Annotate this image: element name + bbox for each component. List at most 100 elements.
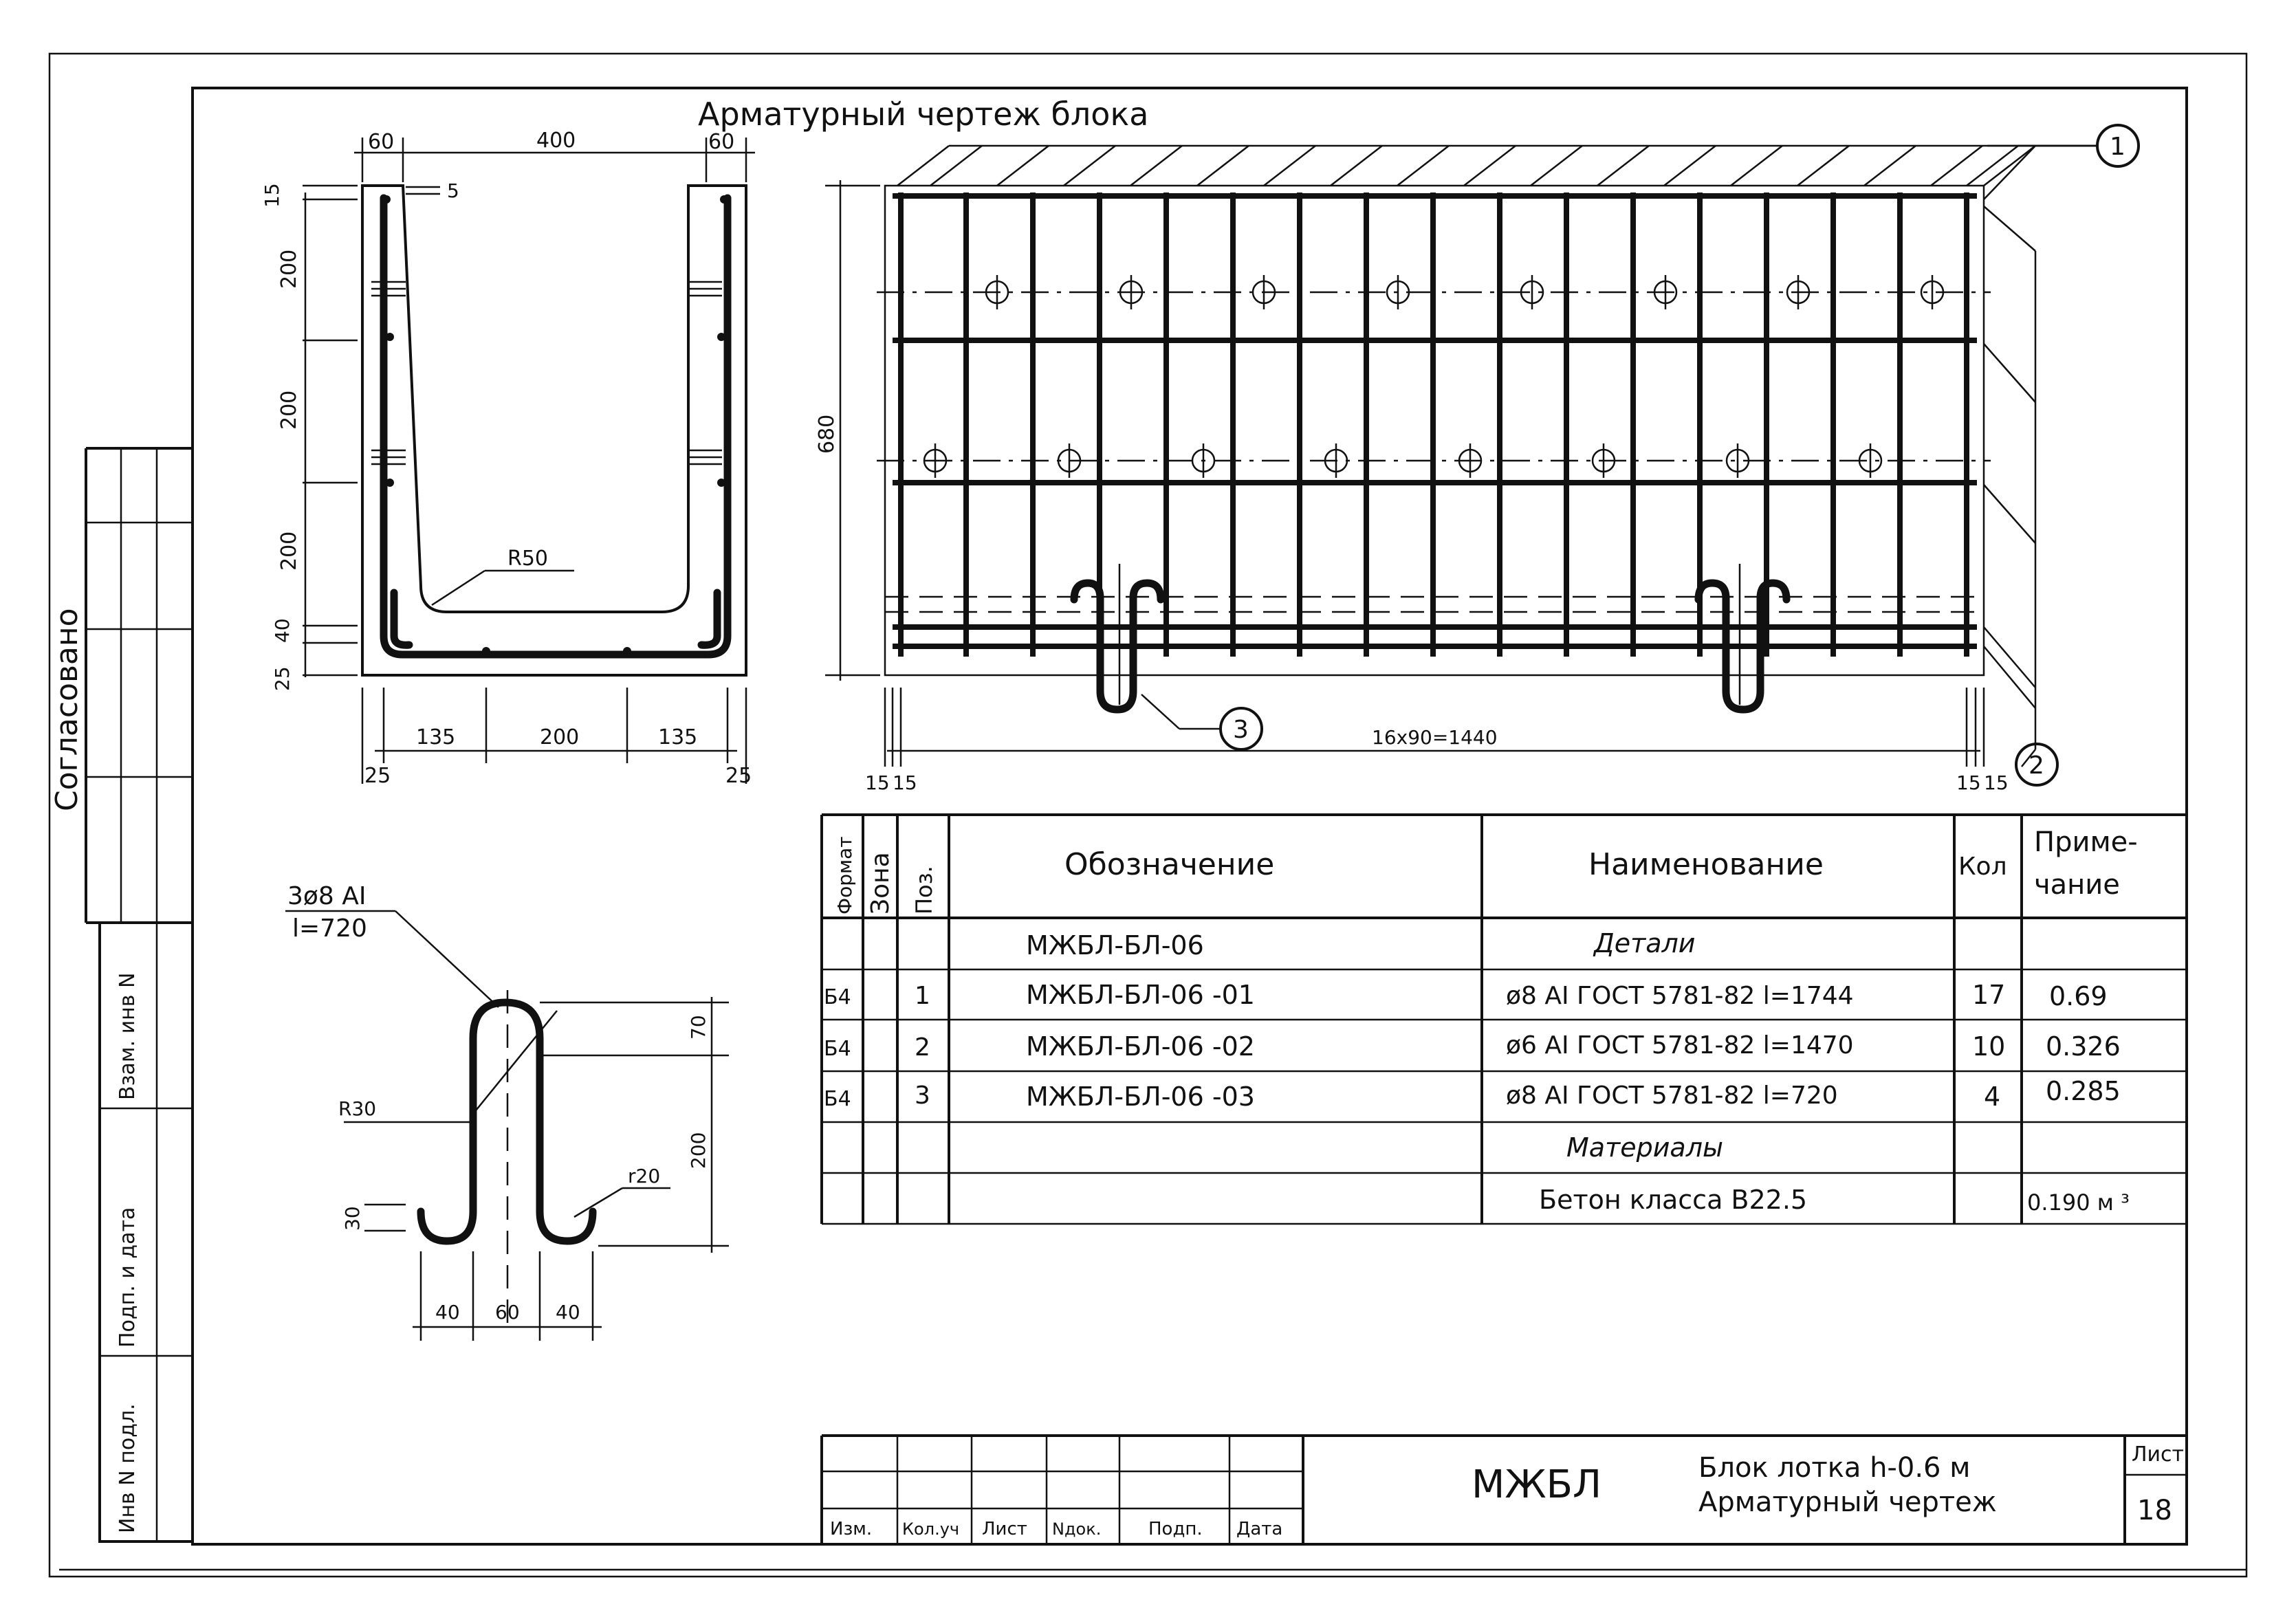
tb-col-sign: Подп.: [1148, 1519, 1203, 1539]
dim-left-200b: 200: [277, 391, 301, 430]
col-pos: Поз.: [911, 866, 937, 914]
tb-code: МЖБЛ: [1472, 1462, 1601, 1507]
svg-text:МЖБЛ-БЛ-06: МЖБЛ-БЛ-06: [1026, 930, 1204, 961]
agreed-label: Согласовано: [50, 608, 85, 811]
dim-top-left: 60: [368, 130, 394, 154]
svg-text:Б4: Б4: [824, 985, 851, 1009]
dim-left-25: 25: [271, 666, 294, 691]
loop-dim-bottom-40a: 40: [435, 1301, 460, 1324]
loop-label-1: 3ø8 AI: [287, 882, 367, 910]
elevation-spacing: 16x90=1440: [1372, 726, 1498, 749]
callout-3-text: 3: [1233, 716, 1249, 744]
col-name: Наименование: [1588, 847, 1824, 882]
svg-text:МЖБЛ-БЛ-06 -03: МЖБЛ-БЛ-06 -03: [1026, 1082, 1255, 1112]
edge-dim-right-a: 15: [1956, 771, 1981, 794]
stamp-sign-date: Подп. и дата: [116, 1207, 140, 1348]
dim-edge-right: 25: [725, 764, 752, 788]
loop-dim-height: 200: [687, 1132, 710, 1169]
svg-text:ø8 AI ГОСТ 5781-82 l=1744: ø8 AI ГОСТ 5781-82 l=1744: [1506, 982, 1854, 1010]
elevation-vertical-bars: [898, 193, 1969, 657]
col-zone: Зона: [866, 852, 895, 914]
dim-bottom-135b: 135: [658, 725, 697, 749]
tb-col-change: Изм.: [830, 1519, 872, 1539]
col-note-2: чание: [2034, 869, 2120, 901]
table-row: Б4 2 МЖБЛ-БЛ-06 -02 ø6 AI ГОСТ 5781-82 l…: [824, 1031, 2121, 1062]
section-rebar: [380, 194, 732, 659]
dim-bottom-200: 200: [540, 725, 579, 749]
dim-edge-left: 25: [364, 764, 391, 788]
tb-title-1: Блок лотка h-0.6 м: [1698, 1452, 1970, 1484]
svg-text:Материалы: Материалы: [1566, 1132, 1723, 1163]
elevation-holes-row2: [923, 443, 1883, 478]
tb-sheet-number: 18: [2137, 1495, 2172, 1526]
svg-text:0.326: 0.326: [2046, 1031, 2121, 1062]
tb-col-sheet: Лист: [982, 1519, 1027, 1539]
callout-2-text: 2: [2029, 751, 2044, 780]
loop-shape: [417, 998, 597, 1245]
callout-1: 1: [1983, 124, 2140, 200]
loop-dim-bottom-60: 60: [495, 1301, 520, 1324]
svg-text:3: 3: [915, 1082, 930, 1110]
svg-text:Б4: Б4: [824, 1037, 851, 1061]
loop-dim-leg: 30: [341, 1206, 364, 1231]
callout-1-text: 1: [2110, 133, 2125, 161]
col-note-1: Приме-: [2034, 826, 2138, 858]
table-row: Б4 1 МЖБЛ-БЛ-06 -01 ø8 AI ГОСТ 5781-82 l…: [824, 980, 2108, 1011]
dim-left-40: 40: [271, 618, 294, 643]
tb-col-date: Дата: [1236, 1519, 1282, 1539]
edge-dim-left-b: 15: [893, 771, 917, 794]
drawing-title: Арматурный чертеж блока: [698, 96, 1148, 133]
elevation-holes-row1: [985, 275, 1945, 309]
dim-cover: 5: [447, 179, 459, 202]
loop-r-outer: R30: [338, 1097, 376, 1120]
edge-dim-right-b: 15: [1984, 771, 2009, 794]
section-radius: R50: [507, 547, 548, 571]
svg-text:ø6 AI ГОСТ 5781-82 l=1470: ø6 AI ГОСТ 5781-82 l=1470: [1506, 1031, 1854, 1060]
section-bars: [382, 195, 728, 655]
loop-detail-view: 3ø8 AI l=720 R30 r20 70 200 30: [285, 882, 729, 1341]
dim-left-15: 15: [261, 183, 283, 208]
dim-bottom-135a: 135: [416, 725, 455, 749]
callout-2: [1983, 206, 2037, 767]
stamp-inv-orig: Инв N подл.: [116, 1403, 140, 1533]
table-row: Бетон класса B22.5 0.190 м ³: [1539, 1185, 2130, 1216]
svg-text:МЖБЛ-БЛ-06 -02: МЖБЛ-БЛ-06 -02: [1026, 1031, 1255, 1062]
dim-top-mid: 400: [536, 129, 576, 153]
tb-sheet-label: Лист: [2132, 1442, 2184, 1467]
col-designation: Обозначение: [1064, 847, 1274, 882]
edge-dim-left-a: 15: [865, 771, 890, 794]
loop-dim-top: 70: [687, 1015, 710, 1040]
callout-3: 3: [1141, 694, 1263, 751]
section-outline: [361, 184, 747, 677]
dim-left-200c: 200: [277, 531, 301, 571]
cross-section-view: 60 400 60 5 15 200 200 200 40 25 R50: [261, 129, 755, 788]
table-row: Б4 3 МЖБЛ-БЛ-06 -03 ø8 AI ГОСТ 5781-82 l…: [824, 1076, 2121, 1112]
svg-text:2: 2: [915, 1033, 930, 1062]
loop-dim-bottom-40b: 40: [556, 1301, 580, 1324]
col-format: Формат: [833, 836, 856, 914]
side-stamp: Согласовано Взам. инв N Подп. и дата Инв…: [50, 447, 194, 1543]
svg-text:0.69: 0.69: [2049, 981, 2108, 1011]
elevation-view: 680 16x90=1440 15 15 15 15 1: [815, 124, 2140, 794]
tb-title-2: Арматурный чертеж: [1698, 1486, 1997, 1518]
svg-text:1: 1: [915, 982, 930, 1010]
svg-text:4: 4: [1984, 1082, 2000, 1112]
spec-table: Формат Зона Поз. Обозначение Наименовани…: [820, 813, 2187, 1225]
svg-text:10: 10: [1972, 1031, 2005, 1062]
dim-left-200a: 200: [277, 250, 301, 289]
svg-text:0.285: 0.285: [2046, 1076, 2121, 1106]
svg-text:17: 17: [1972, 980, 2005, 1010]
col-qty: Кол: [1958, 853, 2007, 881]
stamp-inv-replace: Взам. инв N: [116, 973, 140, 1100]
elevation-lifting-loops: [1070, 564, 1791, 714]
dim-top-right: 60: [708, 130, 734, 154]
loop-label-2: l=720: [292, 914, 367, 943]
title-block: Изм. Кол.уч Лист Nдок. Подп. Дата МЖБЛ Б…: [820, 1434, 2187, 1544]
section-rebar-hook-left: [390, 589, 413, 649]
svg-text:Б4: Б4: [824, 1087, 851, 1111]
tb-col-doc: Nдок.: [1052, 1519, 1101, 1539]
table-row: МЖБЛ-БЛ-06 Детали: [1026, 928, 1695, 961]
svg-text:Бетон класса B22.5: Бетон класса B22.5: [1539, 1185, 1807, 1215]
table-row: Материалы: [1566, 1132, 1723, 1163]
